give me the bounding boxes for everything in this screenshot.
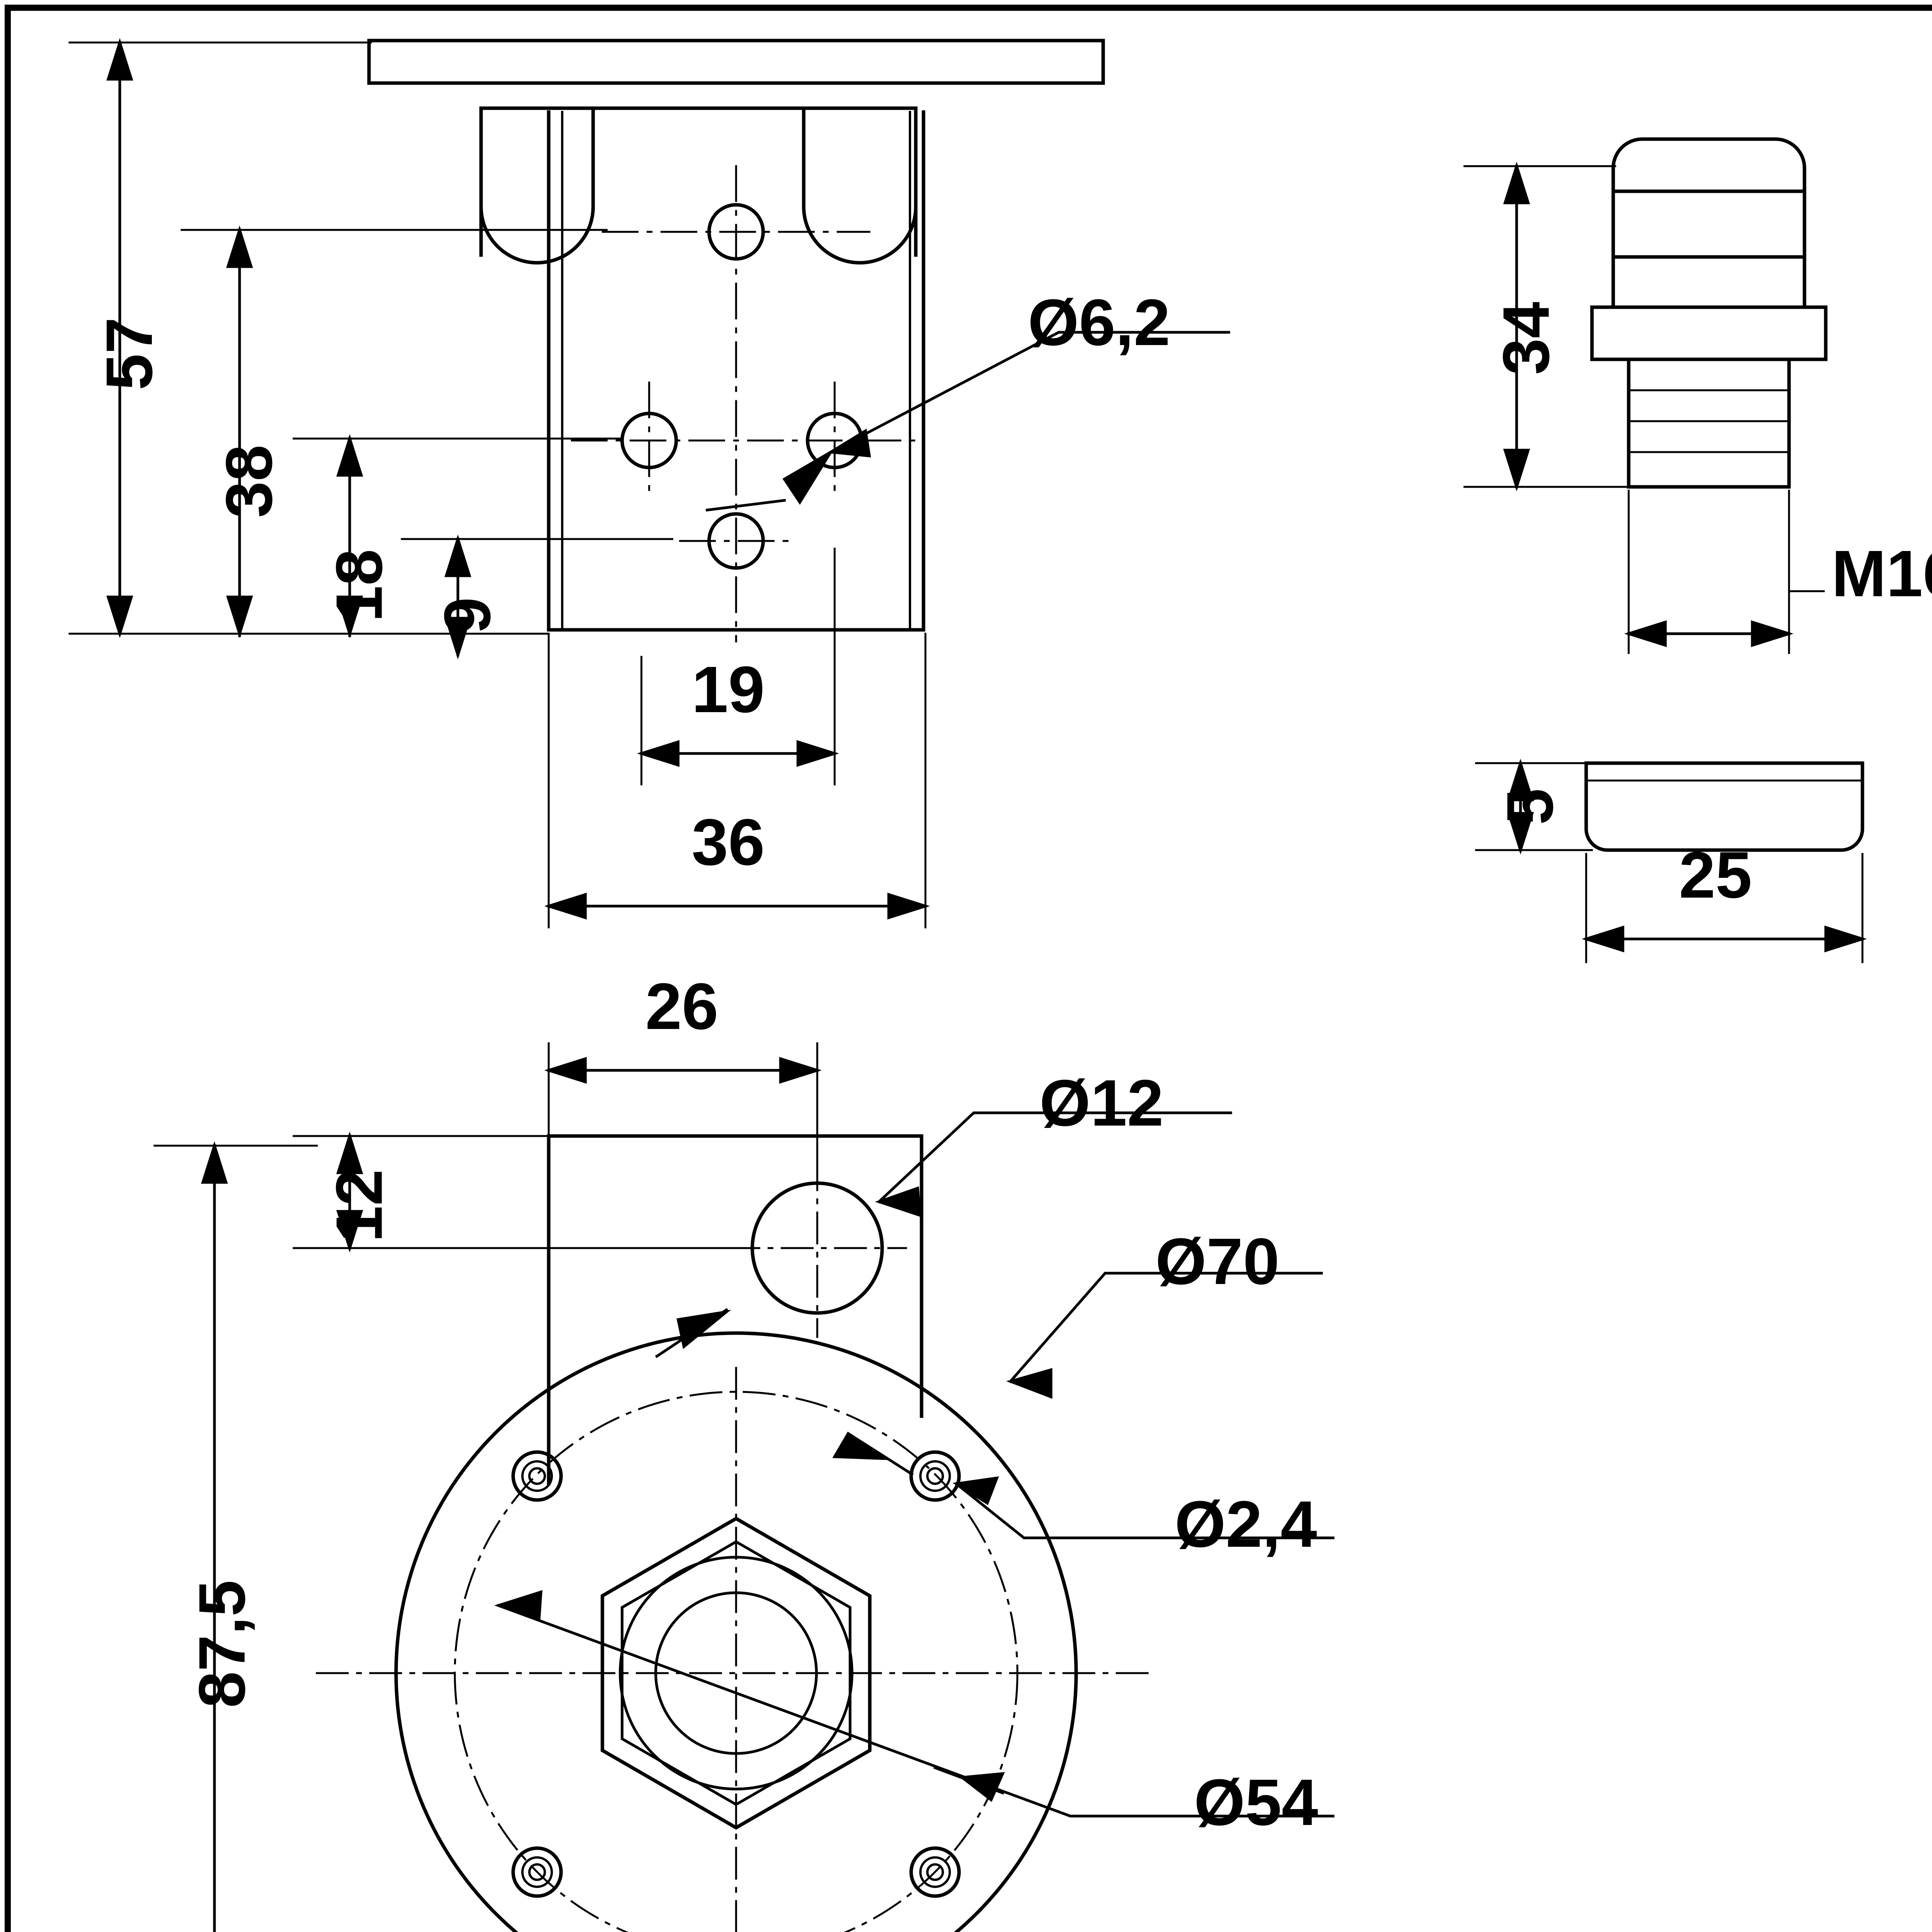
leader-dia-2-4: [832, 1432, 1335, 1539]
leader-dia-54: [494, 1590, 1335, 1818]
dim-label-25: 25: [1679, 838, 1752, 912]
dim-label-dia-54: Ø54: [1194, 1766, 1318, 1839]
dim-label-57: 57: [93, 317, 166, 390]
dim-label-12: 12: [323, 1169, 396, 1242]
dim-label-19: 19: [692, 653, 765, 726]
dim-label-38: 38: [213, 444, 286, 518]
dim-label-34: 34: [1490, 301, 1563, 375]
sheet-border: [5, 5, 1932, 1932]
leader-dia-70: [1006, 1272, 1323, 1399]
plate-dimension-lines: [1475, 759, 1867, 963]
front-view-holes: [620, 203, 864, 570]
cable-gland-geometry: [1590, 137, 1828, 489]
dim-label-36: 36: [692, 806, 765, 879]
flange-centrelines: [316, 1158, 1156, 1932]
leader-dia-6-2: [706, 331, 1230, 512]
cable-gland-dimension-lines: [1463, 162, 1825, 654]
dim-label-dia-12: Ø12: [1039, 1066, 1164, 1140]
front-view-dimension-lines: [68, 38, 930, 929]
plate-geometry: [1584, 761, 1864, 852]
front-view-geometry: [367, 39, 1105, 632]
dim-label-5: 5: [1493, 788, 1567, 825]
dim-label-dia-70: Ø70: [1155, 1225, 1280, 1298]
dim-label-dia-2-4: Ø2,4: [1175, 1488, 1317, 1561]
dim-label-18: 18: [323, 549, 396, 622]
dim-label-26: 26: [645, 970, 719, 1043]
leader-dia-12: [655, 1111, 1232, 1358]
flange-dimension-lines: [153, 1042, 822, 1932]
dim-label-m16: M16: [1832, 537, 1932, 611]
front-view-centrelines: [571, 165, 921, 643]
dim-label-9: 9: [431, 597, 504, 634]
dim-label-87-5: 87,5: [185, 1580, 259, 1708]
dim-label-dia-6-2: Ø6,2: [1028, 286, 1170, 359]
